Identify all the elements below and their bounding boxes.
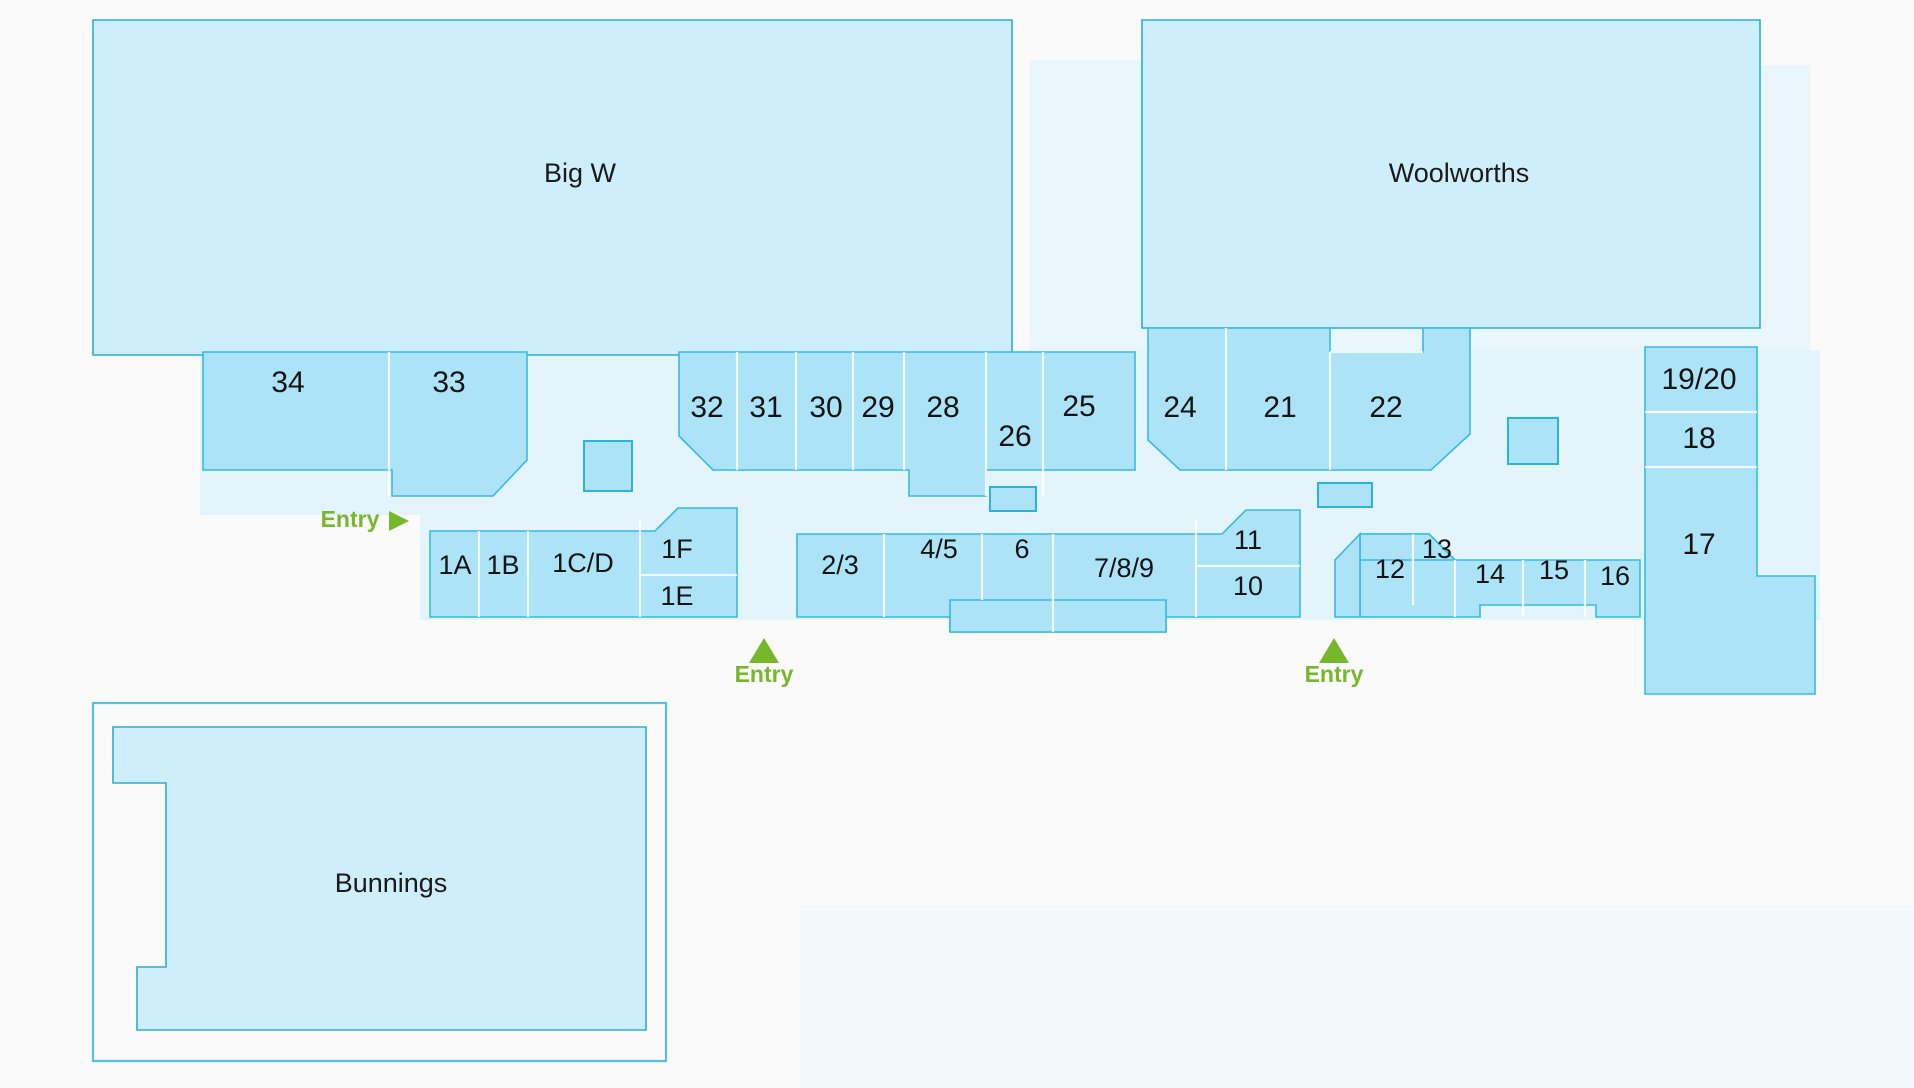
shop-label-12: 12 bbox=[1375, 554, 1405, 584]
shop-label-24: 24 bbox=[1163, 391, 1196, 424]
shop-label-16: 16 bbox=[1600, 561, 1630, 591]
shop-label-15: 15 bbox=[1539, 555, 1569, 585]
entry-centre-arrow-up-icon bbox=[749, 638, 779, 663]
shop-group-west-upper[interactable]: 34 33 bbox=[202, 351, 528, 497]
entry-centre-label: Entry bbox=[735, 661, 794, 687]
shop-label-30: 30 bbox=[809, 391, 842, 424]
bg-zone-bottom-right bbox=[800, 905, 1914, 1088]
entry-east[interactable]: Entry bbox=[1305, 638, 1364, 687]
shop-label-1a: 1A bbox=[438, 550, 471, 580]
kiosk-west[interactable] bbox=[583, 440, 633, 492]
shop-label-25: 25 bbox=[1062, 390, 1095, 423]
bunnings-label: Bunnings bbox=[335, 868, 448, 898]
shop-shape-lower-notch[interactable] bbox=[949, 599, 1167, 633]
anchor-woolworths[interactable]: Woolworths bbox=[1141, 19, 1761, 329]
shop-label-26: 26 bbox=[998, 420, 1031, 453]
shop-label-10: 10 bbox=[1233, 571, 1263, 601]
shop-shape-34-33[interactable] bbox=[202, 351, 528, 497]
shop-shape-19-18-17[interactable] bbox=[1644, 346, 1816, 695]
entry-east-arrow-up-icon bbox=[1319, 638, 1349, 663]
shop-label-33: 33 bbox=[432, 366, 465, 399]
entry-west-arrow-right-icon bbox=[389, 511, 409, 531]
shop-label-1e: 1E bbox=[660, 581, 693, 611]
shop-label-7-8-9: 7/8/9 bbox=[1094, 553, 1154, 583]
shop-label-17: 17 bbox=[1682, 528, 1715, 561]
shop-label-28: 28 bbox=[926, 391, 959, 424]
shop-group-far-right[interactable]: 19/20 18 17 bbox=[1644, 346, 1816, 695]
entry-west[interactable]: Entry bbox=[321, 506, 409, 532]
shop-label-1b: 1B bbox=[486, 550, 519, 580]
shop-label-11: 11 bbox=[1234, 525, 1262, 555]
shop-shape-32-25[interactable] bbox=[678, 351, 1136, 497]
shop-shape-12-bevel[interactable] bbox=[1334, 532, 1361, 618]
kiosk-group[interactable] bbox=[583, 417, 1559, 512]
shop-group-east-lower[interactable]: 12 13 14 15 16 bbox=[1334, 532, 1641, 618]
shop-label-1f: 1F bbox=[661, 534, 693, 564]
shop-shape-24-21-22[interactable] bbox=[1147, 327, 1471, 471]
kiosk-far-east[interactable] bbox=[1507, 417, 1559, 465]
shop-label-19-20: 19/20 bbox=[1661, 363, 1736, 396]
entry-centre[interactable]: Entry bbox=[735, 638, 794, 687]
shop-label-13: 13 bbox=[1422, 534, 1452, 564]
shop-label-21: 21 bbox=[1263, 391, 1296, 424]
shop-group-centre-lower[interactable]: 2/3 4/5 6 7/8/9 11 10 bbox=[796, 509, 1301, 633]
shop-label-18: 18 bbox=[1682, 422, 1715, 455]
woolworths-label: Woolworths bbox=[1389, 158, 1530, 188]
entry-east-label: Entry bbox=[1305, 661, 1364, 687]
anchor-bunnings[interactable]: Bunnings bbox=[91, 701, 668, 1063]
woolworths-shape[interactable] bbox=[1141, 19, 1761, 329]
shop-label-31: 31 bbox=[749, 391, 782, 424]
bunnings-shape[interactable] bbox=[112, 726, 647, 1031]
shop-label-32: 32 bbox=[690, 391, 723, 424]
shop-label-2-3: 2/3 bbox=[821, 550, 859, 580]
bunnings-outline bbox=[91, 701, 668, 1063]
shop-label-6: 6 bbox=[1014, 534, 1029, 564]
kiosk-centre[interactable] bbox=[989, 486, 1037, 512]
shop-label-14: 14 bbox=[1475, 559, 1505, 589]
shop-shape-1a-1e[interactable] bbox=[429, 507, 738, 618]
shop-group-east-upper[interactable]: 24 21 22 bbox=[1147, 327, 1471, 471]
shop-label-22: 22 bbox=[1369, 391, 1402, 424]
shop-group-centre-upper[interactable]: 32 31 30 29 28 26 25 bbox=[678, 351, 1136, 497]
bg-zone-centre-top bbox=[1030, 60, 1150, 350]
shop-label-4-5: 4/5 bbox=[920, 534, 958, 564]
big-w-label: Big W bbox=[544, 158, 617, 188]
shop-label-1cd: 1C/D bbox=[552, 548, 614, 578]
anchor-big-w[interactable]: Big W bbox=[92, 19, 1013, 356]
shop-label-29: 29 bbox=[861, 391, 894, 424]
shop-group-row1[interactable]: 1A 1B 1C/D 1F 1E bbox=[429, 507, 738, 618]
kiosk-east[interactable] bbox=[1317, 482, 1373, 508]
entry-west-label: Entry bbox=[321, 506, 380, 532]
shop-label-34: 34 bbox=[271, 366, 304, 399]
